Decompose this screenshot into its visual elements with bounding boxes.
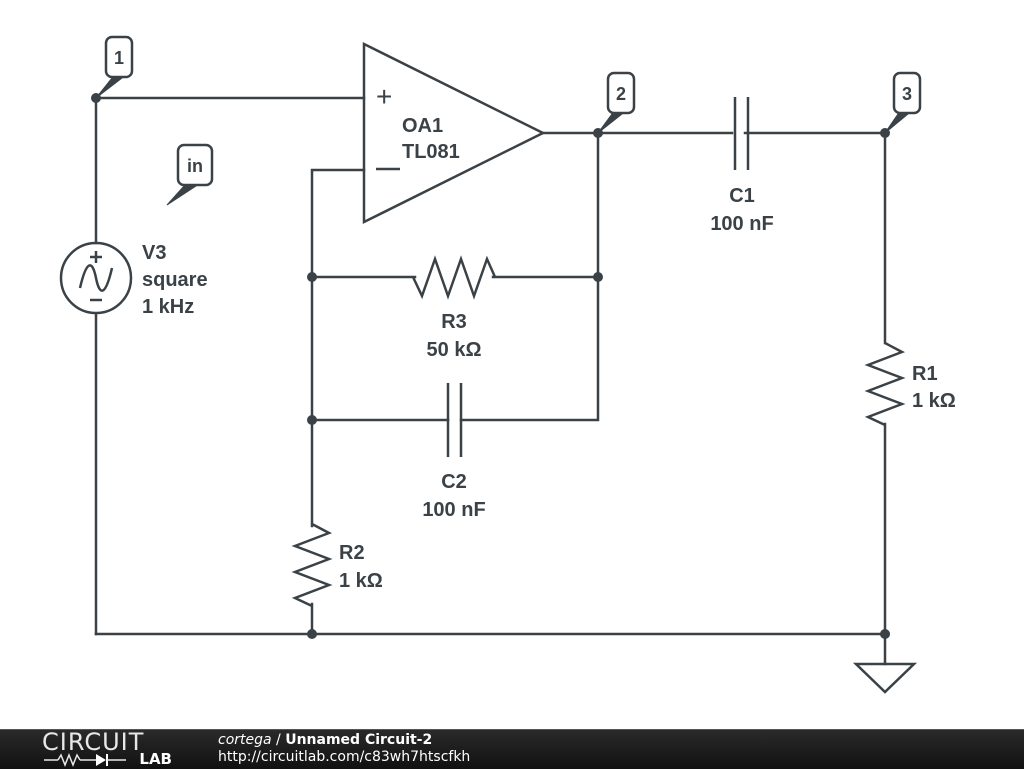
r2-value: 1 kΩ	[339, 570, 383, 592]
r1-value: 1 kΩ	[912, 390, 956, 412]
node-tag-3[interactable]: 3	[884, 71, 922, 134]
logo-text-circuit: CIRCUIT	[42, 728, 145, 756]
r3-value: 50 kΩ	[427, 339, 482, 361]
footer-bar: CIRCUIT LAB cortega / Unnamed Circuit-2 …	[0, 729, 1024, 769]
source-circle	[59, 241, 133, 315]
circuit-title[interactable]: Unnamed Circuit-2	[285, 732, 433, 748]
node-tag-2[interactable]: 2	[597, 71, 636, 134]
resistor-r3[interactable]: R3 50 kΩ	[411, 255, 497, 361]
tag-in-box	[176, 143, 214, 187]
resistor-r2-zigzag	[291, 522, 333, 608]
resistor-r1[interactable]: R1 1 kΩ	[864, 341, 956, 427]
opamp-triangle	[362, 41, 546, 225]
tag-1-box	[104, 35, 134, 79]
author-link[interactable]: cortega	[218, 732, 272, 748]
c1-name: C1	[729, 185, 755, 207]
wire-minus-feedback[interactable]	[310, 168, 366, 528]
wires	[94, 96, 887, 666]
opamp-plus-sign: +	[376, 81, 392, 112]
junction-r3-left	[307, 272, 317, 282]
source-name: V3	[142, 242, 166, 264]
voltage-source-v3[interactable]: V3 square 1 kHz	[59, 241, 208, 318]
c1-value: 100 nF	[710, 213, 773, 235]
source-frequency: 1 kHz	[142, 296, 194, 318]
title-separator: /	[271, 732, 286, 748]
tag-in-label: in	[187, 156, 203, 176]
resistor-r2[interactable]: R2 1 kΩ	[291, 522, 383, 608]
tag-2-pointer	[597, 113, 624, 134]
tag-1-pointer	[95, 77, 124, 99]
resistor-r1-zigzag	[864, 341, 906, 427]
circuit-info: cortega / Unnamed Circuit-2 http://circu…	[218, 732, 470, 766]
tag-2-label: 2	[616, 84, 626, 104]
opamp-name: OA1	[402, 115, 443, 137]
wire-node2-feedback[interactable]	[459, 131, 600, 422]
capacitor-c1[interactable]: C1 100 nF	[710, 97, 774, 235]
opamp-oa1[interactable]: + OA1 TL081	[362, 41, 546, 225]
tag-in-pointer	[166, 185, 198, 206]
circuitlab-logo[interactable]: CIRCUIT LAB	[42, 728, 182, 769]
r1-name: R1	[912, 363, 938, 385]
junction-r3-right	[593, 272, 603, 282]
node-tag-in[interactable]: in	[166, 143, 214, 206]
sine-wave-icon	[78, 264, 114, 292]
ground-symbol[interactable]	[852, 662, 918, 694]
node-tag-1[interactable]: 1	[95, 35, 134, 99]
r2-name: R2	[339, 542, 365, 564]
tag-1-label: 1	[114, 48, 124, 68]
junction-ground	[880, 629, 890, 639]
tag-3-label: 3	[902, 84, 912, 104]
schematic-canvas[interactable]: + OA1 TL081 V3 square 1 kHz R3 50 kΩ C2 …	[0, 0, 1024, 728]
logo-text-lab: LAB	[139, 750, 172, 768]
tag-3-box	[892, 71, 922, 115]
capacitor-c2[interactable]: C2 100 nF	[422, 383, 486, 521]
resistor-r3-zigzag	[411, 255, 497, 300]
junction-r2-ground	[307, 629, 317, 639]
ground-icon	[852, 662, 918, 694]
junction-c2-left	[307, 415, 317, 425]
tag-3-pointer	[884, 113, 910, 134]
c2-name: C2	[441, 471, 467, 493]
tag-2-box	[606, 71, 636, 115]
source-type: square	[142, 269, 208, 291]
r3-name: R3	[441, 311, 467, 333]
circuit-title-line: cortega / Unnamed Circuit-2	[218, 732, 470, 749]
c2-value: 100 nF	[422, 499, 485, 521]
resistor-diode-icon	[44, 753, 126, 767]
circuit-url[interactable]: http://circuitlab.com/c83wh7htscfkh	[218, 749, 471, 765]
opamp-part: TL081	[402, 141, 460, 163]
